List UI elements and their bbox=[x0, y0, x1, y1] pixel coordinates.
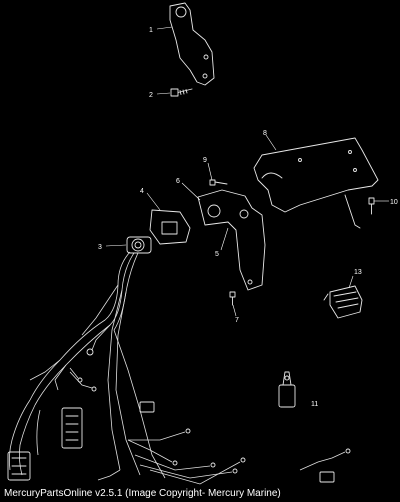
part-1-bracket bbox=[169, 2, 215, 86]
callout-5: 5 bbox=[215, 251, 219, 258]
callout-4: 4 bbox=[140, 188, 144, 195]
callout-2: 2 bbox=[149, 92, 153, 99]
callout-3: 3 bbox=[98, 244, 102, 251]
exploded-parts-diagram: 1 2 8 10 9 6 bbox=[7, 2, 398, 485]
callout-6: 6 bbox=[176, 178, 180, 185]
part-8-mounting-plate bbox=[253, 137, 379, 229]
callout-10: 10 bbox=[390, 199, 398, 206]
part-11-fuse-holder bbox=[278, 371, 296, 408]
callout-9: 9 bbox=[203, 157, 207, 164]
part-6-bracket bbox=[197, 189, 266, 291]
part-7-screw bbox=[229, 291, 236, 306]
callout-1: 1 bbox=[149, 27, 153, 34]
copyright-text: MercuryPartsOnline v2.5.1 (Image Copyrig… bbox=[4, 488, 281, 499]
part-9-screw bbox=[209, 179, 228, 186]
part-2-bolt bbox=[170, 88, 193, 97]
part-10-bolt bbox=[368, 197, 375, 215]
part-4-gasket bbox=[149, 209, 191, 245]
copyright-footer: MercuryPartsOnline v2.5.1 (Image Copyrig… bbox=[0, 487, 400, 502]
callout-13: 13 bbox=[354, 269, 362, 276]
part-3-wiring-harness bbox=[7, 236, 351, 485]
part-13-connector bbox=[323, 285, 363, 319]
callout-11: 11 bbox=[311, 401, 318, 408]
callout-7: 7 bbox=[235, 317, 239, 324]
callout-8: 8 bbox=[263, 130, 267, 137]
